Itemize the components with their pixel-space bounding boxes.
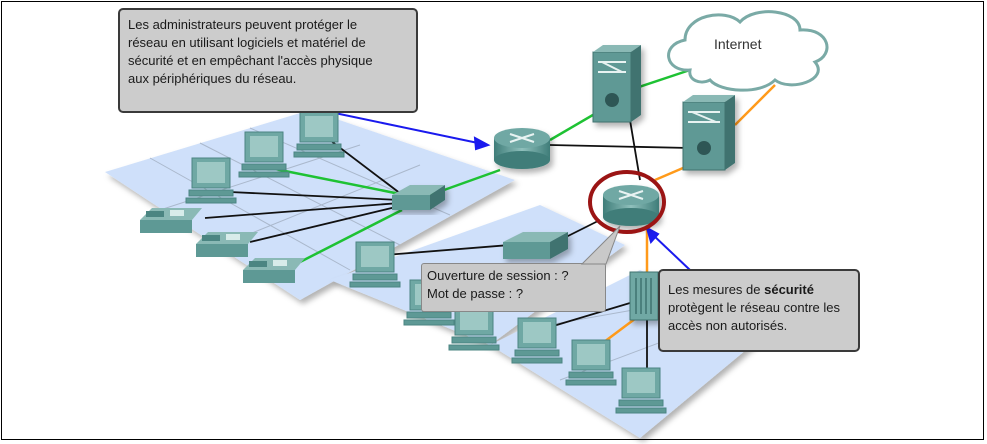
ip-phone-icon bbox=[243, 258, 305, 283]
firewall-icon bbox=[629, 271, 659, 321]
multilayer-switch-icon bbox=[682, 95, 735, 171]
pc-icon bbox=[511, 317, 563, 364]
security-callout-line: protègent le réseau contre les bbox=[668, 300, 840, 315]
login-prompt-callout: Ouverture de session : ? Mot de passe : … bbox=[421, 263, 606, 312]
ip-phone-icon bbox=[140, 208, 202, 233]
admin-callout-line: sécurité et en empêchant l'accès physiqu… bbox=[128, 53, 373, 68]
pc-icon bbox=[238, 131, 290, 178]
highlight-ring bbox=[588, 170, 666, 234]
arrow-head-right bbox=[645, 225, 660, 245]
security-callout-prefix: Les mesures de bbox=[668, 282, 765, 297]
admin-callout-line: réseau en utilisant logiciels et matérie… bbox=[128, 35, 366, 50]
switch-icon bbox=[392, 185, 445, 210]
switch-icon bbox=[503, 232, 568, 259]
pc-icon bbox=[293, 111, 345, 158]
pc-icon bbox=[349, 241, 401, 288]
arrows bbox=[329, 111, 691, 271]
internet-cloud-icon bbox=[667, 10, 829, 92]
pc-icon bbox=[565, 339, 617, 386]
security-callout-line: accès non autorisés. bbox=[668, 318, 788, 333]
password-prompt: Mot de passe : ? bbox=[427, 286, 524, 301]
admin-callout-line: Les administrateurs peuvent protéger le bbox=[128, 17, 358, 32]
ip-phone-icon bbox=[196, 232, 258, 257]
pc-icon bbox=[185, 157, 237, 204]
phone-group bbox=[140, 208, 305, 283]
internet-label: Internet bbox=[714, 36, 762, 52]
admin-callout: Les administrateurs peuvent protéger le … bbox=[118, 8, 418, 113]
security-callout-keyword: sécurité bbox=[764, 282, 814, 297]
multilayer-switch-icon bbox=[592, 45, 641, 123]
router-secured-icon bbox=[603, 185, 659, 226]
admin-callout-line: aux périphériques du réseau. bbox=[128, 71, 297, 86]
pc-icon bbox=[615, 367, 667, 414]
router-icon bbox=[494, 128, 550, 169]
security-callout: Les mesures de sécurité protègent le rés… bbox=[658, 269, 860, 352]
username-prompt: Ouverture de session : ? bbox=[427, 268, 569, 283]
arrow-head-left bbox=[473, 136, 491, 151]
